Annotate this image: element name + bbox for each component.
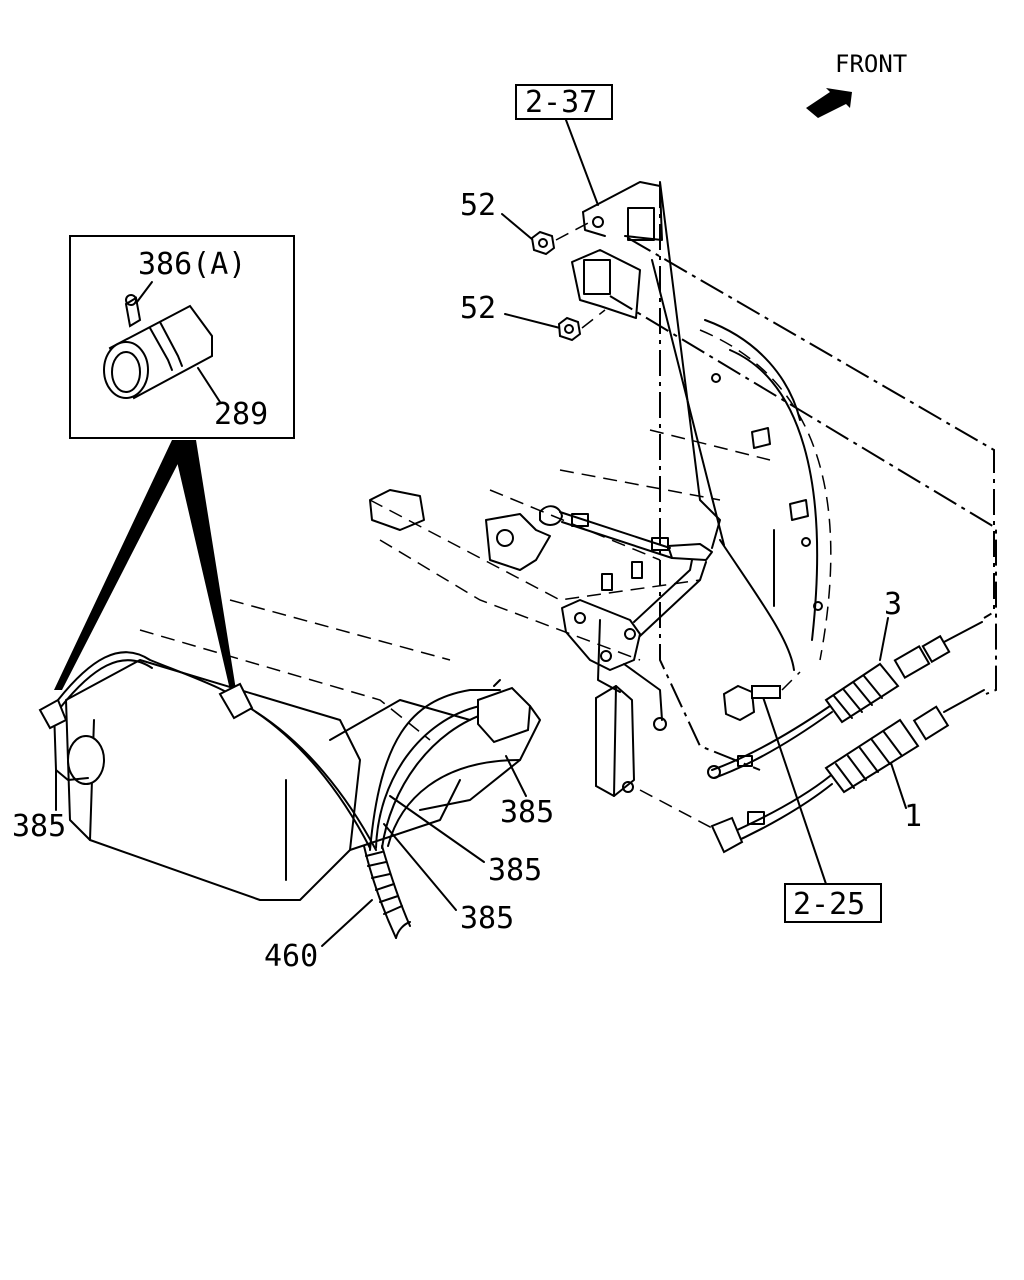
nut-upper: 52 xyxy=(460,188,591,256)
transmission-housing xyxy=(369,319,832,671)
callout-hose-left: 385 xyxy=(12,809,66,844)
breather-hoses xyxy=(38,651,541,851)
conduit: 460 xyxy=(264,845,411,974)
callout-nut-upper: 52 xyxy=(460,188,496,223)
cable-3: 3 xyxy=(707,587,983,779)
reference-box-lower-frame xyxy=(784,883,882,923)
inset-label-clip: 386(A) xyxy=(138,247,246,282)
bolt xyxy=(722,671,801,722)
shift-bracket xyxy=(571,181,725,549)
reference-label-lower: 2-25 xyxy=(793,887,865,922)
hose-callouts: 385 385 385 385 xyxy=(12,755,554,936)
routing-lines xyxy=(609,182,997,829)
front-label: FRONT xyxy=(835,50,907,78)
nut-lower: 52 xyxy=(460,291,606,342)
cable-1: 1 xyxy=(710,689,985,854)
callout-hose-mid: 385 xyxy=(488,853,542,888)
reference-label-upper: 2-37 xyxy=(525,85,597,120)
front-indicator: FRONT xyxy=(806,50,907,118)
leader-line xyxy=(565,119,599,206)
inset-label-hose: 289 xyxy=(214,397,268,432)
callout-cable-1: 1 xyxy=(904,799,922,834)
reference-box-upper: 2-37 xyxy=(515,84,613,206)
callout-hose-low: 385 xyxy=(460,901,514,936)
inset-detail: 386(A) 289 xyxy=(69,235,295,439)
inset-pointer xyxy=(54,440,236,690)
mounting-bracket xyxy=(595,685,635,797)
callout-nut-lower: 52 xyxy=(460,291,496,326)
leader-line xyxy=(762,696,827,885)
callout-conduit: 460 xyxy=(264,939,318,974)
shift-linkage xyxy=(485,505,713,731)
reference-box-lower: 2-25 xyxy=(762,696,882,923)
reference-box-upper-frame xyxy=(515,84,613,120)
front-arrow-icon xyxy=(806,88,852,118)
callout-hose-connector: 385 xyxy=(500,795,554,830)
callout-cable-3: 3 xyxy=(884,587,902,622)
